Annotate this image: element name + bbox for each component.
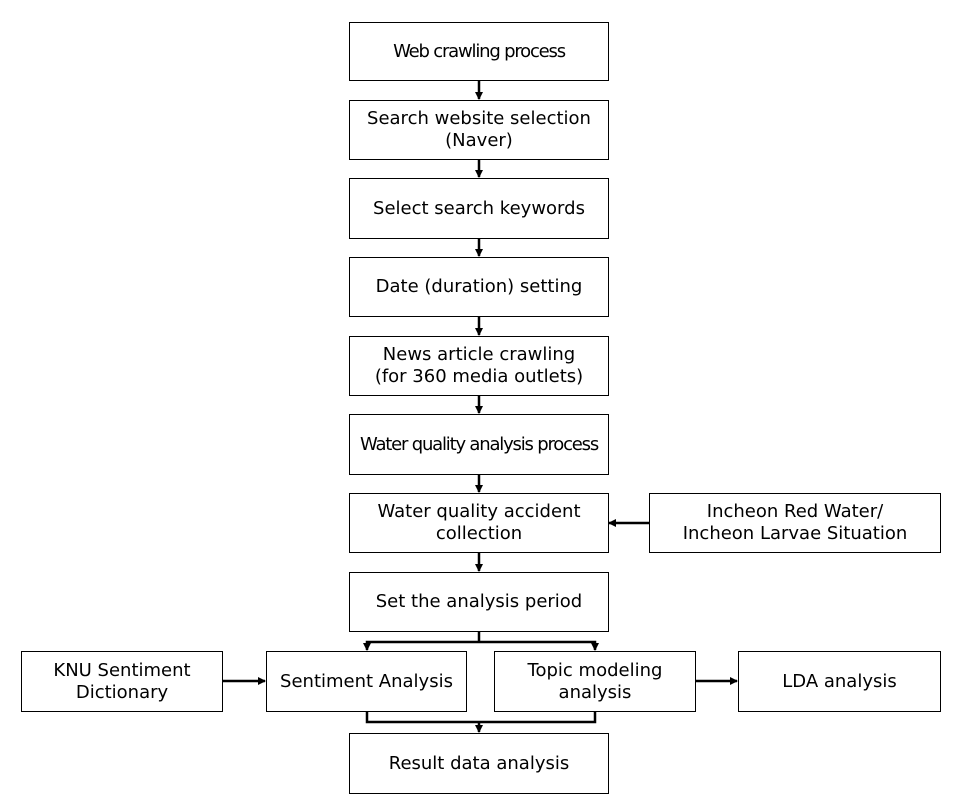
connector-topic-merge xyxy=(479,712,597,724)
search-website-selection-box: Search website selection (Naver) xyxy=(349,100,609,160)
arrow-split-to-sentiment xyxy=(363,640,479,651)
knu-sentiment-dictionary-box: KNU Sentiment Dictionary xyxy=(21,651,223,712)
lda-analysis-box: LDA analysis xyxy=(738,651,941,712)
sentiment-analysis-box: Sentiment Analysis xyxy=(266,651,467,712)
connector-sentiment-merge xyxy=(365,712,479,724)
topic-modeling-analysis-box: Topic modeling analysis xyxy=(494,651,696,712)
arrow-split-to-topic xyxy=(479,640,599,651)
water-quality-accident-collection-box: Water quality accident collection xyxy=(349,493,609,553)
date-duration-setting-box: Date (duration) setting xyxy=(349,257,609,317)
news-article-crawling-box: News article crawling (for 360 media out… xyxy=(349,336,609,396)
result-data-analysis-box: Result data analysis xyxy=(349,733,609,794)
water-quality-analysis-process-box: Water quality analysis process xyxy=(349,414,609,475)
set-analysis-period-box: Set the analysis period xyxy=(349,572,609,632)
web-crawling-process-box: Web crawling process xyxy=(349,22,609,81)
select-search-keywords-box: Select search keywords xyxy=(349,178,609,239)
incheon-situation-box: Incheon Red Water/ Incheon Larvae Situat… xyxy=(649,493,941,553)
